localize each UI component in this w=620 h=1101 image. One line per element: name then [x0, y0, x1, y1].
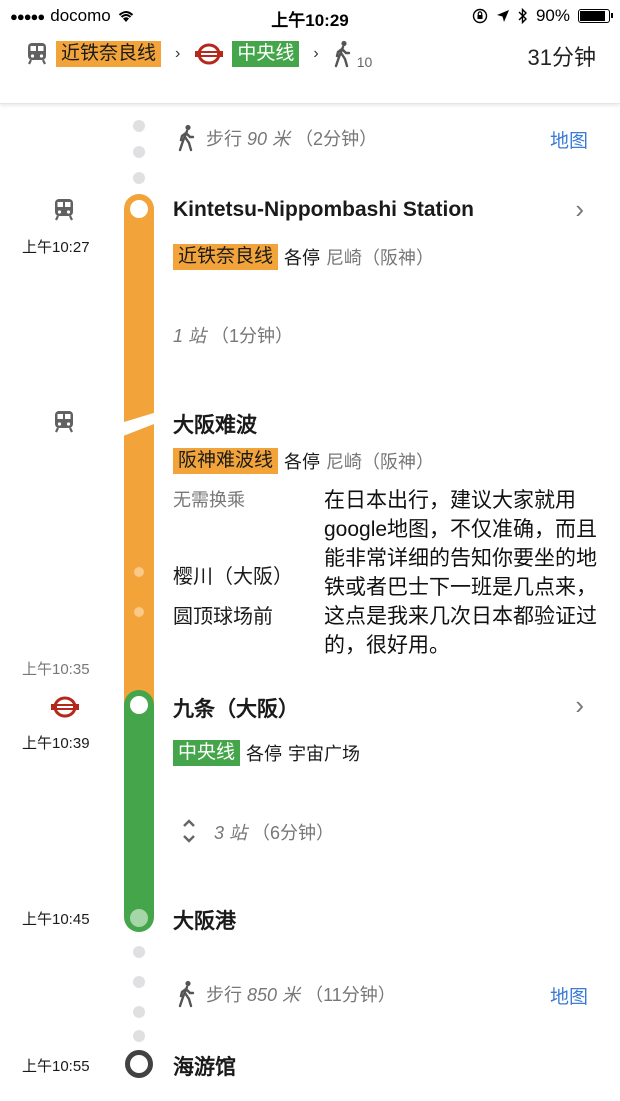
- stops-duration: （1分钟）: [211, 326, 294, 346]
- walk-start-info: 步行 90 米 （2分钟）: [206, 125, 377, 151]
- line-info: 中央线 各停 宇宙广场: [173, 740, 360, 766]
- chuo-line-badge: 中央线: [232, 41, 300, 67]
- walk-start-map-link[interactable]: 地图: [549, 131, 588, 152]
- intermediate-stop-dot: [134, 567, 144, 577]
- arrival-stop-marker: [130, 909, 148, 927]
- walk-duration: （11分钟）: [305, 985, 396, 1005]
- walk-icon: [178, 980, 195, 1008]
- walk-label: 步行: [206, 129, 248, 149]
- total-duration: 31分钟: [527, 45, 596, 70]
- annotation-text: 在日本出行，建议大家就用google地图，不仅准确，而且能非常详细的告知你要坐的…: [324, 489, 598, 657]
- line-info: 近铁奈良线 各停 尼崎（阪神）: [173, 244, 434, 270]
- departure-time: 上午10:39: [22, 735, 90, 752]
- line-badge: 近铁奈良线: [173, 244, 279, 270]
- stop-marker: [130, 696, 148, 714]
- walk-end-map-link[interactable]: 地图: [549, 987, 588, 1008]
- chevron-right-icon[interactable]: ›: [575, 194, 584, 224]
- stops-count: 1 站: [173, 326, 207, 346]
- signal-strength-icon: ●●●●●: [10, 8, 45, 24]
- direction: 尼崎（阪神）: [326, 452, 435, 472]
- rotation-lock-icon: [472, 8, 488, 24]
- kintetsu-nara-line-badge: 近铁奈良线: [56, 41, 162, 67]
- walk-distance: 90 米: [247, 129, 291, 149]
- walk-path-dot: [133, 120, 145, 132]
- osaka-subway-logo-icon: [195, 43, 224, 65]
- destination-marker: [125, 1050, 153, 1078]
- arrival-time: 上午10:45: [22, 911, 90, 928]
- intermediate-stop: 圆顶球场前: [173, 606, 273, 628]
- walk-path-dot: [133, 146, 145, 158]
- bluetooth-icon: [518, 8, 527, 24]
- service-type: 各停: [284, 248, 321, 268]
- battery-icon: [578, 9, 613, 23]
- stops-duration: （6分钟）: [252, 823, 335, 843]
- station-name[interactable]: 大阪港: [173, 910, 236, 933]
- status-bar: ●●●●● docomo 上午10:29 90%: [0, 0, 620, 32]
- walk-icon: [334, 40, 350, 68]
- walk-path-dot: [133, 1030, 145, 1042]
- kintetsu-line-bar: [124, 194, 154, 422]
- station-name[interactable]: Kintetsu-Nippombashi Station: [173, 198, 474, 221]
- station-name[interactable]: 大阪难波: [173, 414, 257, 437]
- route-timeline: 步行 90 米 （2分钟） 地图 上午10:27 Kintetsu-Nippom…: [0, 104, 620, 1101]
- intermediate-stop: 樱川（大阪）: [173, 566, 293, 588]
- walk-path-dot: [133, 946, 145, 958]
- walk-distance: 850 米: [247, 985, 301, 1005]
- departure-time: 上午10:27: [22, 239, 90, 256]
- walk-duration: （2分钟）: [295, 129, 378, 149]
- battery-percent: 90%: [535, 6, 570, 25]
- service-type: 各停: [284, 452, 321, 472]
- location-arrow-icon: [496, 10, 509, 22]
- arrival-time: 上午10:35: [22, 661, 90, 678]
- walk-path-dot: [133, 172, 145, 184]
- walk-end-info: 步行 850 米 （11分钟）: [206, 981, 396, 1007]
- walk-icon: [178, 124, 195, 152]
- wifi-icon: [118, 11, 133, 22]
- train-icon: [28, 43, 46, 65]
- walk-path-dot: [133, 976, 145, 988]
- carrier-name: docomo: [50, 6, 111, 25]
- walk-duration-sub: 10: [356, 54, 373, 70]
- segment-separator: ›: [175, 45, 181, 62]
- destination-name[interactable]: 海游馆: [173, 1056, 236, 1079]
- destination-time: 上午10:55: [22, 1058, 90, 1075]
- line-info: 阪神难波线 各停 尼崎（阪神）: [173, 448, 434, 474]
- walk-path-dot: [133, 1006, 145, 1018]
- route-summary-header[interactable]: 近铁奈良线 › 中央线 › 10 31分钟: [0, 32, 620, 104]
- no-transfer-note: 无需换乘: [173, 490, 245, 510]
- direction: 尼崎（阪神）: [326, 248, 435, 268]
- segment-separator: ›: [313, 45, 319, 62]
- train-icon: [55, 411, 73, 433]
- walk-label: 步行: [206, 985, 248, 1005]
- chevron-right-icon[interactable]: ›: [575, 690, 584, 720]
- service-type: 各停: [246, 744, 283, 764]
- stops-summary[interactable]: 1 站 （1分钟）: [173, 322, 293, 348]
- line-badge: 中央线: [173, 740, 241, 766]
- stops-summary[interactable]: 3 站 （6分钟）: [214, 819, 334, 845]
- stop-marker: [130, 200, 148, 218]
- line-badge: 阪神难波线: [173, 448, 279, 474]
- station-name[interactable]: 九条（大阪）: [173, 698, 299, 721]
- expand-collapse-icon[interactable]: [181, 816, 197, 846]
- chuo-line-bar: [124, 690, 154, 932]
- osaka-subway-logo-icon: [51, 696, 79, 718]
- direction: 宇宙广场: [288, 744, 361, 764]
- status-time: 上午10:29: [271, 11, 349, 30]
- intermediate-stop-dot: [134, 607, 144, 617]
- stops-count: 3 站: [214, 823, 248, 843]
- train-icon: [55, 199, 73, 221]
